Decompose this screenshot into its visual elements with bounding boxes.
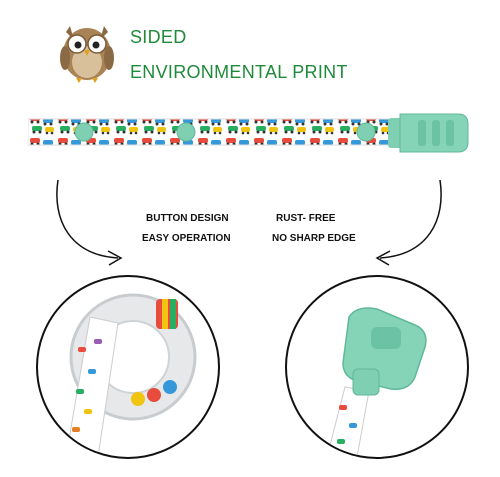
arrow-left (56, 179, 119, 259)
arrow-right (379, 179, 442, 259)
zoom-lens-ring (36, 275, 220, 459)
strap-image (28, 118, 412, 146)
headline-line-2: ENVIRONMENTAL PRINT (130, 62, 348, 82)
feature-button-design: BUTTON DESIGN (146, 213, 229, 224)
owl-icon (60, 26, 114, 83)
feature-rust-free: RUST- FREE (276, 213, 336, 224)
clip-image (388, 113, 469, 153)
zoom-lens-clip (285, 275, 469, 459)
feature-no-sharp-edge: NO SHARP EDGE (272, 233, 356, 244)
headline-line-1: SIDED (130, 27, 187, 47)
feature-easy-operation: EASY OPERATION (142, 233, 231, 244)
arrows-layer (56, 179, 442, 266)
